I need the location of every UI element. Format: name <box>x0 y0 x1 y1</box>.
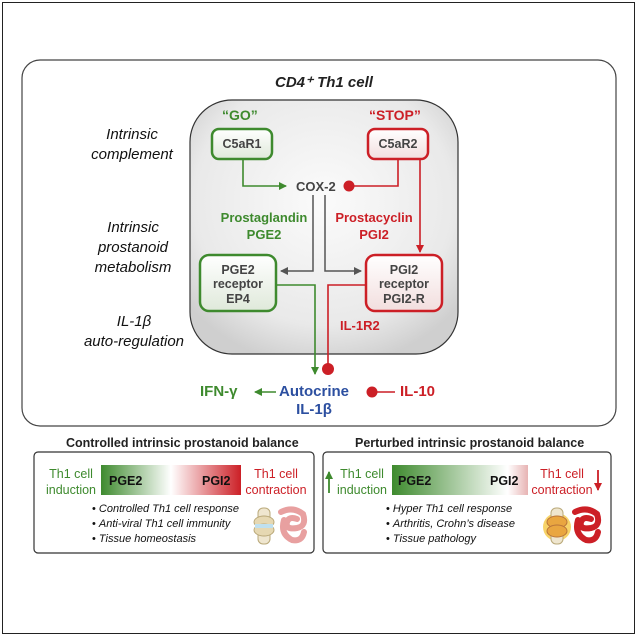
side-label-il1: IL-1β auto-regulation <box>74 314 194 349</box>
autocrine-il1b-label: Autocrine IL-1β <box>276 383 352 419</box>
ep4-label: PGE2 receptor EP4 <box>200 263 276 306</box>
controlled-induction-line1: Th1 cell <box>49 467 93 481</box>
il10-label: IL-10 <box>400 383 436 400</box>
side-label-prostanoid-line2: prostanoid <box>97 239 169 256</box>
list-item: Tissue pathology <box>386 532 515 547</box>
perturbed-contraction-line2: contraction <box>531 483 593 498</box>
side-label-il1-line2: auto-regulation <box>83 333 185 350</box>
pge2-line1: Prostaglandin <box>220 210 308 225</box>
list-item: Arthritis, Crohn’s disease <box>386 517 515 532</box>
controlled-contraction-label: Th1 cell contraction <box>243 466 309 499</box>
cell-title: CD4⁺ Th1 cell <box>275 74 373 91</box>
pgi2-line1: Prostacyclin <box>335 210 413 225</box>
cox2-label: COX-2 <box>296 179 336 194</box>
controlled-panel-frame <box>33 451 315 554</box>
ep4-line2: receptor <box>212 277 264 292</box>
controlled-contraction-line2: contraction <box>245 483 307 498</box>
stop-label: “STOP” <box>369 107 421 123</box>
go-label: “GO” <box>222 107 258 123</box>
pge2-label: Prostaglandin PGE2 <box>217 210 311 244</box>
ep4-line1: PGE2 <box>221 263 255 277</box>
inflamed-joint-icon <box>543 507 571 545</box>
ep4-to-il1b-arrow <box>276 284 319 375</box>
ep4-box <box>198 253 278 313</box>
controlled-bar-pge2: PGE2 <box>109 474 143 488</box>
pgi2r-box <box>364 253 444 313</box>
side-label-prostanoid: Intrinsic prostanoid metabolism <box>78 220 188 275</box>
c5ar2-inhibit-head <box>343 180 355 192</box>
ep4-line3: EP4 <box>226 291 250 306</box>
side-label-il1-line1: IL-1β <box>116 313 152 330</box>
perturbed-outcomes-list: Hyper Th1 cell response Arthritis, Crohn… <box>386 502 515 548</box>
list-item: Hyper Th1 cell response <box>386 502 515 517</box>
perturbed-panel-title: Perturbed intrinsic prostanoid balance <box>355 436 585 450</box>
controlled-induction-label: Th1 cell induction <box>42 466 100 499</box>
pgi2r-label: PGI2 receptor PGI2-R <box>366 263 442 306</box>
healthy-joint-icon <box>253 507 275 545</box>
c5ar2-label: C5aR2 <box>378 137 418 151</box>
list-item: Anti-viral Th1 cell immunity <box>92 517 239 532</box>
list-item: Tissue homeostasis <box>92 532 239 547</box>
perturbed-contraction-label: Th1 cell contraction <box>530 466 594 499</box>
c5ar1-to-cox2-arrow <box>242 159 287 190</box>
side-label-complement-line1: Intrinsic <box>106 126 158 143</box>
list-item: Controlled Th1 cell response <box>92 502 239 517</box>
controlled-panel-title: Controlled intrinsic prostanoid balance <box>66 436 299 450</box>
ifn-gamma-label: IFN-γ <box>200 383 238 400</box>
side-label-prostanoid-line3: metabolism <box>94 259 172 276</box>
perturbed-induction-label: Th1 cell induction <box>334 466 390 499</box>
pgi2r-line3: PGI2-R <box>383 291 425 306</box>
perturbed-induction-line2: induction <box>336 483 388 498</box>
controlled-outcomes-list: Controlled Th1 cell response Anti-viral … <box>92 502 239 548</box>
cox2-to-pgi2r-arrow <box>324 195 362 275</box>
pgi2r-line2: receptor <box>378 277 430 292</box>
perturbed-bar-pge2: PGE2 <box>398 474 432 488</box>
autocrine-line2: IL-1β <box>296 401 332 418</box>
il1r2-label: IL-1R2 <box>340 318 380 333</box>
perturbed-contraction-line1: Th1 cell <box>540 467 584 481</box>
th1-cell-boundary <box>21 59 617 427</box>
controlled-induction-line2: induction <box>45 483 97 498</box>
perturbed-balance-bar <box>392 465 528 495</box>
pgi2r-inhibit-line <box>327 284 366 365</box>
perturbed-panel-frame <box>322 451 612 554</box>
side-label-complement-line2: complement <box>91 146 173 163</box>
il1r2-inhibit-head <box>322 363 334 375</box>
cox2-to-ep4-arrow <box>280 195 314 275</box>
outer-frame <box>2 2 635 634</box>
autocrine-line1: Autocrine <box>278 383 349 400</box>
c5ar1-box <box>210 127 274 161</box>
side-label-prostanoid-line1: Intrinsic <box>107 219 159 236</box>
c5ar1-label: C5aR1 <box>222 137 262 151</box>
controlled-contraction-line1: Th1 cell <box>254 467 298 481</box>
pgi2-label: Prostacyclin PGI2 <box>330 210 418 244</box>
perturbed-induction-line1: Th1 cell <box>340 467 384 481</box>
pge2-line2: PGE2 <box>246 226 282 242</box>
perturbed-bar-pgi2: PGI2 <box>490 474 519 488</box>
pgi2r-line1: PGI2 <box>389 263 419 277</box>
pgi2-line2: PGI2 <box>359 226 389 242</box>
controlled-balance-bar <box>101 465 241 495</box>
healthy-intestine-icon <box>278 506 308 544</box>
il10-inhibit-head <box>366 386 378 398</box>
controlled-bar-pgi2: PGI2 <box>202 474 231 488</box>
inflamed-intestine-icon <box>572 506 602 544</box>
side-label-complement: Intrinsic complement <box>77 127 187 162</box>
c5ar2-inhibit-line <box>352 159 399 187</box>
